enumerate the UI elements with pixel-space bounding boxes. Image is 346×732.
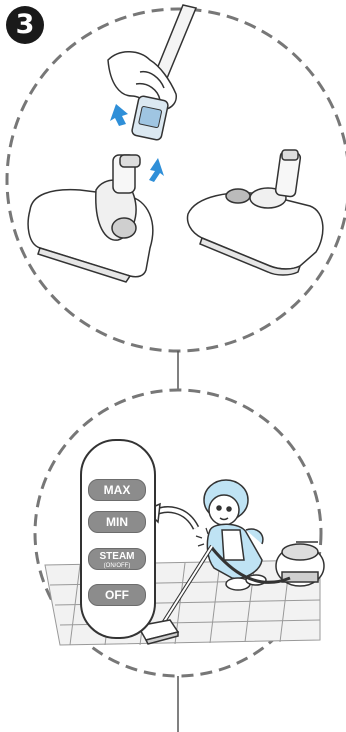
control-panel: MAX MIN STEAM (ON/OFF) OFF (80, 439, 156, 639)
steam-button[interactable]: STEAM (ON/OFF) (88, 548, 146, 570)
max-button[interactable]: MAX (88, 479, 146, 501)
steam-label: STEAM (100, 551, 135, 562)
insert-arrow-icon (110, 104, 128, 126)
floor-nozzle-left (28, 155, 153, 282)
max-min-divider (94, 506, 138, 507)
effort-lines (196, 528, 208, 546)
floor-nozzle-right (188, 150, 323, 275)
nozzle-coupler (131, 95, 169, 140)
lift-arrow-icon (149, 158, 164, 182)
step-number-badge: 3 (6, 6, 44, 44)
min-button[interactable]: MIN (88, 511, 146, 533)
off-button[interactable]: OFF (88, 584, 146, 606)
steam-sub-label: (ON/OFF) (89, 563, 145, 569)
